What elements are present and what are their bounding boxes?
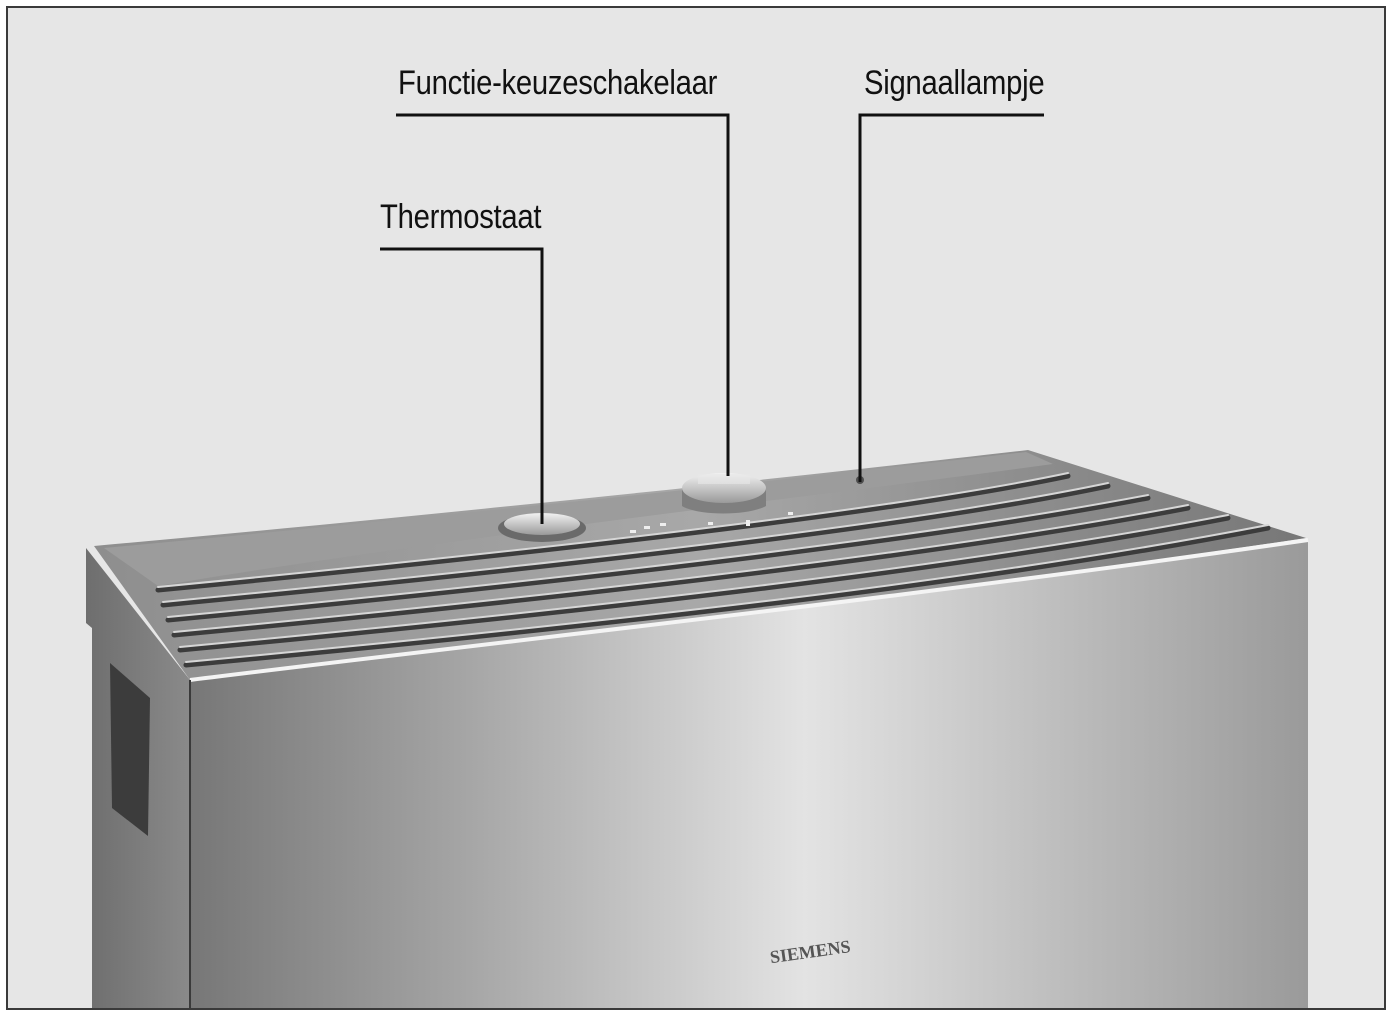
control-panel-area [104, 452, 1053, 586]
label-function-selector: Functie-keuzeschakelaar [398, 64, 718, 102]
label-thermostat: Thermostaat [380, 198, 542, 236]
leader-lines [380, 113, 1044, 524]
thermostat-leader-line [380, 247, 544, 524]
signal-lamp-leader-line [858, 113, 1044, 482]
label-signal-lamp: Signaallampje [864, 64, 1045, 102]
selector-scale-markings [630, 512, 793, 533]
figure-frame: SIEMENS Functie-keuzeschakelaar Signaall… [6, 6, 1386, 1010]
front-top-edge-highlight [189, 538, 1309, 682]
heater-illustration: SIEMENS [86, 113, 1309, 1008]
function-selector-leader-line [396, 113, 730, 476]
air-outlet-grille [155, 472, 1271, 668]
side-grip-recess [110, 663, 150, 836]
function-selector-knob [682, 473, 766, 514]
housing-front-panel [190, 540, 1308, 1008]
